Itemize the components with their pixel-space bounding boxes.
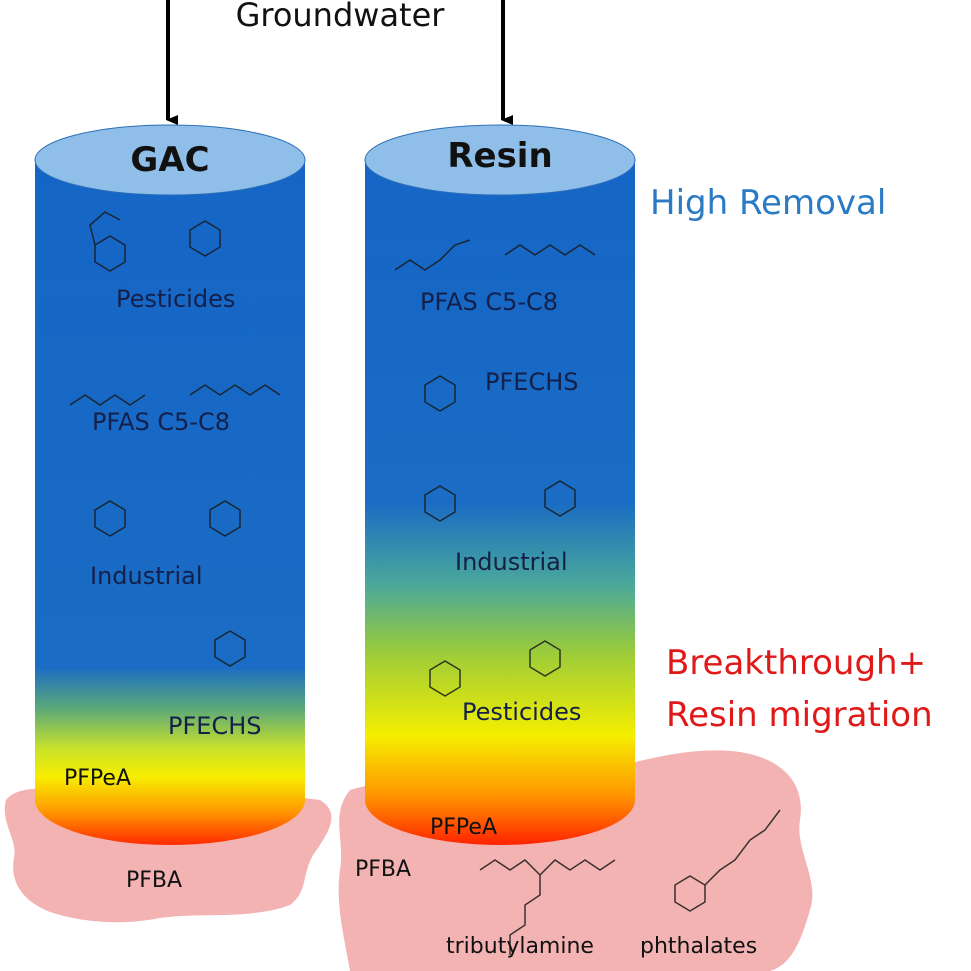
molecule-sketches <box>69 211 781 955</box>
gac-label-pfechs: PFECHS <box>168 712 262 740</box>
resin-column <box>364 124 636 845</box>
gac-effluent-pfba: PFBA <box>126 868 183 893</box>
resin-effluent-tributylamine: tributylamine <box>446 934 594 959</box>
gac-column-label: GAC <box>130 140 210 180</box>
resin-label-pfas: PFAS C5-C8 <box>420 288 559 316</box>
resin-column-label: Resin <box>447 136 553 176</box>
gac-column <box>34 124 306 845</box>
title-groundwater: Groundwater <box>235 0 445 34</box>
resin-effluent-phthalates: phthalates <box>640 934 758 959</box>
gac-label-pfas: PFAS C5-C8 <box>92 408 231 436</box>
resin-label-pesticides: Pesticides <box>462 698 582 726</box>
breakthrough-label-line2: Resin migration <box>666 695 933 735</box>
gac-label-pesticides: Pesticides <box>116 285 236 313</box>
resin-label-pfechs: PFECHS <box>485 368 579 396</box>
resin-label-pfpea: PFPeA <box>430 815 497 840</box>
breakthrough-label-line1: Breakthrough+ <box>666 643 927 683</box>
resin-label-industrial: Industrial <box>455 548 568 576</box>
resin-effluent-pfba: PFBA <box>355 857 412 882</box>
gac-label-industrial: Industrial <box>90 562 203 590</box>
high-removal-label: High Removal <box>650 183 887 223</box>
gac-label-pfpea: PFPeA <box>64 766 131 791</box>
